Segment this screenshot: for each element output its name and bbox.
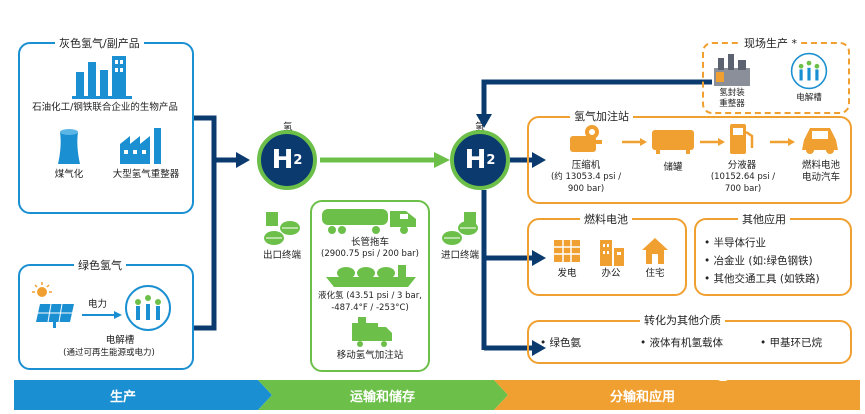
- office-icon: [600, 240, 624, 266]
- conversion-item-mch: • 甲基环已烷: [760, 337, 823, 349]
- compressor-spec-1: (约 13053.4 psi /: [550, 172, 622, 182]
- fcev-label-2: 电动汽车: [801, 172, 840, 183]
- stage-bar: [14, 380, 860, 410]
- tube-trailer-icon: [322, 209, 416, 234]
- stage-transport: 运输和储存: [350, 390, 416, 405]
- import-terminal-label: 进口终端: [440, 250, 479, 261]
- electrolyzer-label: 电解槽: [105, 335, 135, 346]
- solar-panel-icon: [32, 282, 74, 328]
- grey-hydrogen-title: 灰色氢气/副产品: [55, 35, 144, 51]
- fcev-label-1: 燃料电池: [801, 160, 840, 171]
- tube-trailer-spec: (2900.75 psi / 200 bar): [321, 249, 419, 259]
- reformer-icon: [120, 128, 161, 164]
- power-generation-icon: [554, 240, 580, 262]
- tube-trailer-label: 长管拖车: [350, 237, 389, 248]
- other-item-semiconductor: • 半导体行业: [704, 237, 767, 249]
- lh2-ship-icon: [326, 265, 416, 287]
- conversion-item-ammonia: • 绿色氨: [540, 337, 582, 349]
- export-terminal-icon: [264, 212, 300, 245]
- home-icon: [642, 238, 668, 264]
- onsite-electrolyzer-label: 电解槽: [796, 93, 822, 103]
- dispenser-spec-2: 700 bar): [724, 184, 762, 194]
- coal-gasification-label: 煤气化: [54, 169, 84, 180]
- conversion-title: 转化为其他介质: [640, 312, 725, 328]
- production-connector: [194, 115, 250, 331]
- small-reformer-label-1: 氢封装: [719, 88, 745, 98]
- electrolyzer-icon: [125, 285, 171, 331]
- refueling-station-box: [527, 116, 852, 204]
- onsite-return-line: [484, 79, 712, 85]
- mobile-station-label: 移动氢气加注站: [336, 350, 404, 361]
- h2-left-symbol: H: [271, 145, 294, 175]
- wechat-icon: [716, 370, 730, 381]
- storage-label: 储罐: [663, 162, 683, 173]
- h2-left-caption: 氢: [283, 122, 293, 133]
- station-arrow-2: [700, 138, 725, 146]
- fuel-cell-car-icon: [802, 128, 838, 154]
- small-reformer-icon: [714, 54, 750, 86]
- stage-distribution: 分输和应用: [610, 390, 676, 405]
- liquid-hydrogen-temp: -487.4°F / -253°C): [331, 303, 409, 313]
- green-hydrogen-title: 绿色氢气: [74, 257, 126, 273]
- export-terminal-label: 出口终端: [262, 250, 301, 261]
- station-arrow-3: [770, 138, 795, 146]
- small-reformer-label-2: 重整器: [719, 99, 745, 109]
- onsite-production-title: 现场生产 *: [740, 35, 801, 51]
- other-applications-title: 其他应用: [738, 211, 790, 227]
- import-terminal-icon: [442, 212, 478, 245]
- power-generation-label: 发电: [557, 268, 577, 279]
- cooling-tower-icon: [58, 129, 80, 164]
- transport-box: [310, 200, 430, 372]
- other-item-transport: • 其他交通工具 (如铁路): [704, 273, 820, 285]
- home-label: 住宅: [645, 268, 665, 279]
- green-transfer-arrow: [320, 152, 450, 168]
- h2-right-subscript: 2: [486, 152, 496, 168]
- stage-production: 生产: [110, 390, 137, 405]
- conversion-item-lohc: • 液体有机氢载体: [640, 337, 724, 349]
- watermark-text: IN Garden: [734, 368, 800, 383]
- h2-left-subscript: 2: [293, 152, 303, 168]
- onsite-electrolyzer-icon: [790, 52, 828, 90]
- dispenser-spec-1: (10152.64 psi /: [710, 172, 776, 182]
- mobile-station-icon: [352, 317, 392, 347]
- compressor-icon: [570, 125, 602, 152]
- other-item-metallurgy: • 冶金业 (如:绿色钢铁): [704, 255, 813, 267]
- dispenser-icon: [730, 124, 754, 154]
- reformer-label: 大型氢气重整器: [112, 169, 180, 180]
- station-arrow-1: [622, 138, 647, 146]
- power-label: 电力: [88, 299, 108, 310]
- storage-tank-icon: [652, 130, 694, 154]
- office-label: 办公: [601, 268, 621, 279]
- factory-icon: [72, 56, 132, 99]
- grey-caption: 石油化工/钢铁联合企业的生物产品: [32, 102, 178, 113]
- other-applications-list: • 半导体行业 • 冶金业 (如:绿色钢铁) • 其他交通工具 (如铁路): [704, 234, 820, 288]
- h2-right-caption: 氢: [475, 122, 485, 133]
- compressor-label: 压缩机: [571, 160, 601, 171]
- dispenser-label: 分液器: [727, 160, 757, 171]
- liquid-hydrogen-label: 液化氢 (43.51 psi / 3 bar,: [318, 291, 422, 301]
- fuel-cell-title: 燃料电池: [580, 211, 632, 227]
- h2-right-symbol: H: [464, 145, 487, 175]
- watermark: IN Garden: [716, 368, 799, 383]
- electrolyzer-note: (通过可再生能源或电力): [63, 348, 155, 358]
- power-arrow: [82, 311, 122, 319]
- refueling-station-title: 氢气加注站: [570, 108, 633, 124]
- compressor-spec-2: 900 bar): [567, 184, 605, 194]
